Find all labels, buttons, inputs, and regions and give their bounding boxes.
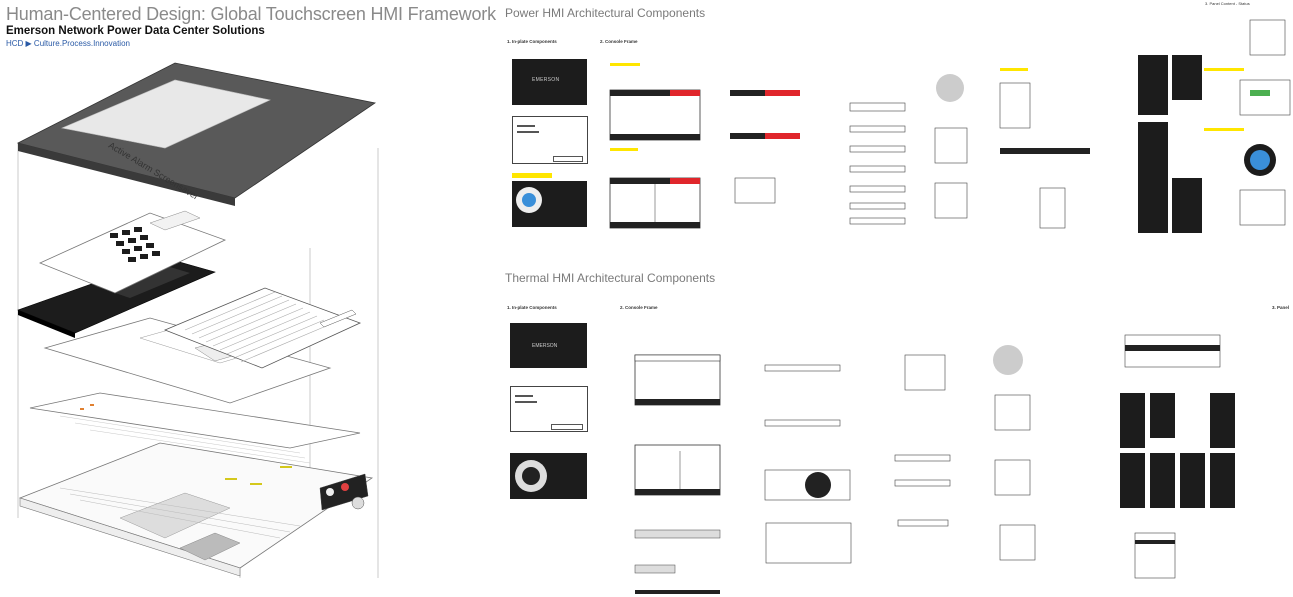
breadcrumb: HCD ▶ Culture.Process.Innovation [6, 39, 130, 48]
corner-label: 3. Panel Content - Status [1205, 1, 1250, 6]
power-screensaver-thumb: EMERSON [512, 59, 587, 105]
page-subtitle: Emerson Network Power Data Center Soluti… [6, 25, 265, 37]
brand-logo: EMERSON [532, 77, 560, 83]
power-section-title: Power HMI Architectural Components [505, 6, 706, 20]
exploded-layer-diagram [16, 62, 379, 578]
thermal-console-components [634, 334, 1235, 594]
power-console-components [609, 63, 1090, 229]
layer-chassis [18, 442, 374, 577]
thermal-col-console: 2. Console Frame [620, 305, 658, 310]
layer-list-screen [163, 287, 362, 369]
layer-controller-strip [29, 392, 369, 511]
layer-top-lid [16, 62, 377, 206]
thermal-col-inplate: 1. In-plate Components [507, 305, 557, 310]
power-col-inplate: 1. In-plate Components [507, 39, 557, 44]
thermal-dialog-thumb [510, 386, 588, 432]
thermal-col-panel: 3. Panel [1272, 305, 1290, 310]
layer-keypad [38, 210, 227, 294]
power-gauge-thumb [512, 181, 587, 227]
thermal-screensaver-thumb: EMERSON [510, 323, 587, 368]
thermal-brand-logo: EMERSON [532, 343, 558, 349]
thermal-section-title: Thermal HMI Architectural Components [505, 271, 716, 285]
power-dialog-thumb [512, 116, 588, 164]
page-title: Human-Centered Design: Global Touchscree… [6, 4, 496, 24]
power-col-console: 2. Console Frame [600, 39, 638, 44]
power-status-panels [1138, 19, 1291, 233]
thermal-gauge-thumb [510, 453, 587, 499]
